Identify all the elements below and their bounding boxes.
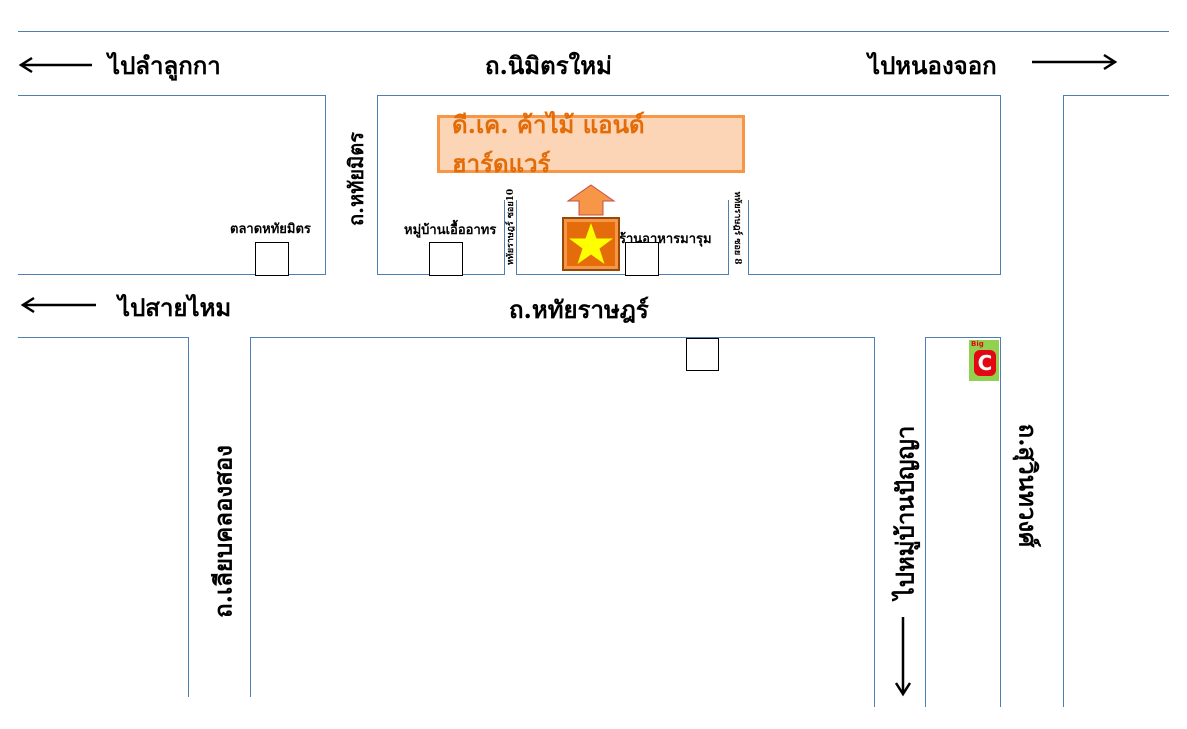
road-label-soi-10: หทัยราษฎร์ ซอย10 (506, 188, 516, 266)
road-edge (18, 337, 188, 338)
arrow-up-icon (566, 184, 616, 216)
road-edge (516, 274, 728, 275)
road-edge (925, 337, 926, 707)
road-edge (748, 200, 749, 275)
landmark-box (625, 242, 659, 276)
arrow-down-icon (894, 617, 912, 697)
landmark-box (255, 242, 289, 276)
arrow-left-icon (18, 56, 92, 74)
road-label-hathai-rat: ถ.หทัยราษฎร์ (509, 295, 649, 324)
arrow-right-icon (1032, 53, 1118, 71)
road-edge (377, 95, 1000, 96)
landmark-label-mu-ban-uea-athon: หมู่บ้านเอื้ออาทร (404, 223, 497, 238)
direction-label-lam-luk-ka: ไปลำลูกกา (108, 51, 221, 80)
road-edge (250, 337, 874, 338)
landmark-box (429, 242, 463, 276)
road-edge (18, 31, 1169, 32)
landmark-label-talat-hathai-mit: ตลาดหทัยมิตร (230, 222, 311, 237)
road-edge (516, 200, 517, 275)
road-edge (748, 274, 1000, 275)
road-edge (1000, 95, 1001, 275)
road-edge (18, 95, 325, 96)
road-edge (504, 200, 505, 275)
star-icon (569, 223, 613, 264)
road-edge (325, 95, 326, 275)
bigc-logo: Big C (969, 340, 999, 381)
shop-name-banner: ดี.เค. ค้าไม้ แอนด์ ฮาร์ดแวร์ (437, 110, 745, 178)
road-edge (18, 274, 325, 275)
direction-label-sai-mai: ไปสายไหม (118, 293, 232, 322)
road-label-soi-8: หทัยราษฎร์ ซอย 8 (732, 191, 742, 265)
road-edge (925, 337, 1000, 338)
arrow-left-icon (20, 296, 96, 314)
road-edge (377, 95, 378, 275)
road-edge (1063, 95, 1064, 707)
landmark-box (686, 338, 719, 371)
direction-label-mu-ban-panya: ไปหมู่บ้านปัญญา (890, 425, 920, 600)
road-edge (1063, 95, 1169, 96)
road-edge (1000, 337, 1001, 707)
bigc-logo-letter: C (974, 350, 996, 376)
bigc-logo-text: Big (971, 340, 984, 348)
road-label-nimit-mai: ถ.นิมิตรใหม่ (485, 51, 612, 80)
shop-location-marker (562, 217, 620, 271)
road-label-suwinthawong: ถ.สุวินทวงศ์ (1013, 423, 1043, 548)
road-label-liap-khlong-song: ถ.เลียบคลองสอง (208, 445, 238, 618)
road-edge (874, 337, 875, 707)
road-edge (728, 200, 729, 275)
direction-label-nong-chok: ไปหนองจอก (868, 51, 997, 80)
road-label-hathai-mit: ถ.หทัยมิตร (344, 131, 368, 227)
shop-name: ดี.เค. ค้าไม้ แอนด์ ฮาร์ดแวร์ (452, 110, 645, 178)
road-edge (188, 337, 189, 697)
road-edge (250, 337, 251, 697)
